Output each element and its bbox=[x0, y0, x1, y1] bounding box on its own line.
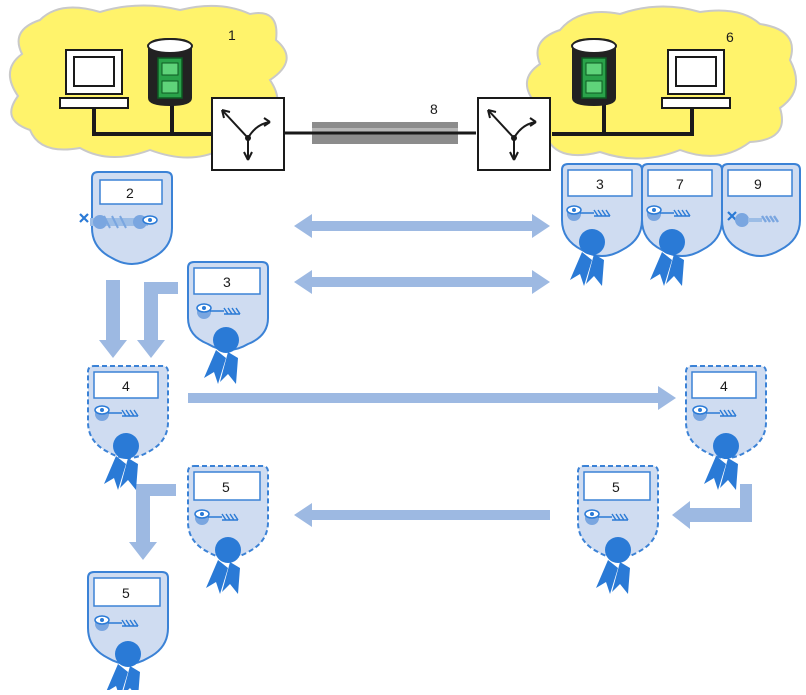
right-database-icon bbox=[571, 37, 617, 107]
arrows bbox=[99, 214, 752, 560]
arrow-elbow-right bbox=[672, 484, 752, 529]
left-database-icon bbox=[147, 37, 193, 107]
link-bar: 8 bbox=[284, 101, 476, 144]
right-computer-icon bbox=[661, 49, 731, 109]
cert-4-left-label: 4 bbox=[122, 378, 130, 394]
cert-7-label: 7 bbox=[676, 176, 684, 192]
cert-card-2: 2 bbox=[79, 171, 173, 265]
cloud-right-label: 6 bbox=[726, 29, 734, 45]
cert-5-mid-right-label: 5 bbox=[612, 479, 620, 495]
cert-card-7: 7 bbox=[641, 163, 723, 286]
cert-5-bottom-label: 5 bbox=[122, 585, 130, 601]
double-arrow-1 bbox=[294, 214, 550, 238]
cert-card-5-mid-right: 5 bbox=[577, 465, 659, 594]
cert-2-label: 2 bbox=[126, 185, 134, 201]
arrow-right-long bbox=[188, 386, 676, 410]
cert-3-left-label: 3 bbox=[223, 274, 231, 290]
cert-card-5-mid-left: 5 bbox=[187, 465, 269, 594]
cert-9-label: 9 bbox=[754, 176, 762, 192]
cert-card-9: 9 bbox=[721, 163, 801, 258]
right-router-icon bbox=[477, 97, 551, 171]
cert-5-mid-left-label: 5 bbox=[222, 479, 230, 495]
cert-3-right-label: 3 bbox=[596, 176, 604, 192]
network-wiring bbox=[92, 100, 694, 136]
cert-card-3-right: 3 bbox=[561, 163, 643, 286]
cert-card-4-right: 4 bbox=[685, 365, 767, 490]
double-arrow-2 bbox=[294, 270, 550, 294]
left-computer-icon bbox=[59, 49, 129, 109]
arrow-down-from-3 bbox=[137, 282, 178, 358]
arrow-elbow-left bbox=[129, 484, 176, 560]
cloud-left-label: 1 bbox=[228, 27, 236, 43]
left-router-icon bbox=[211, 97, 285, 171]
cert-4-right-label: 4 bbox=[720, 378, 728, 394]
cert-card-4-left: 4 bbox=[87, 365, 169, 490]
arrow-left-long bbox=[294, 503, 550, 527]
cert-card-5-bottom: 5 bbox=[87, 571, 169, 695]
cert-card-3-left: 3 bbox=[187, 261, 269, 384]
arrow-down-from-2 bbox=[99, 280, 127, 358]
link-label: 8 bbox=[430, 101, 438, 117]
